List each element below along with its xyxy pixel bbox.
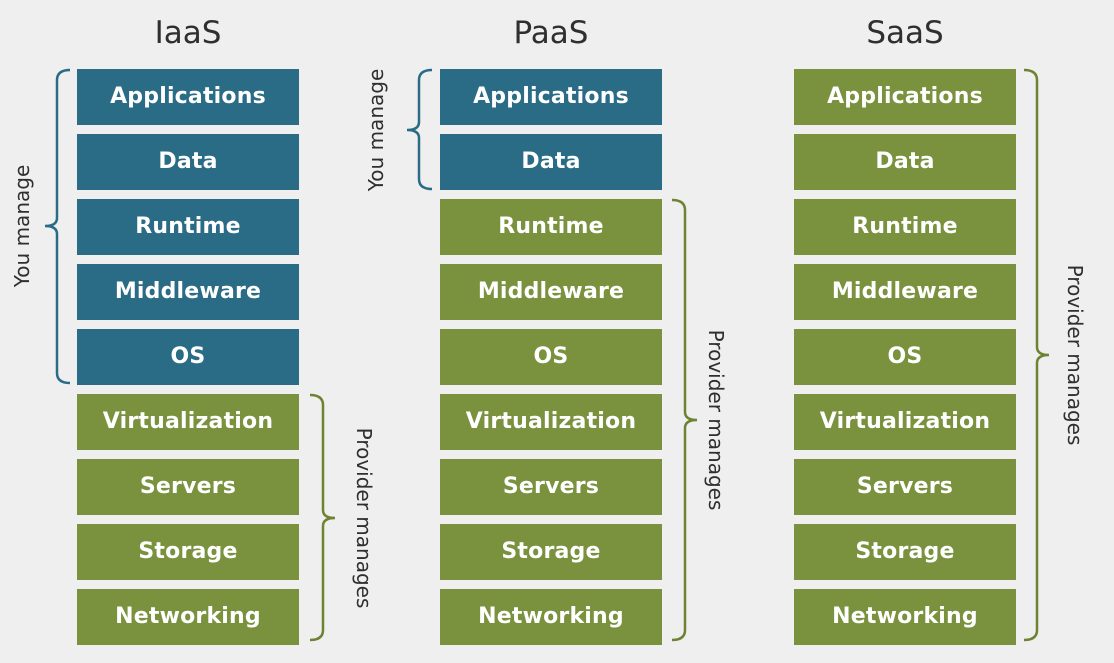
iaas-layer-applications: Applications [77, 69, 299, 125]
paas-layer-os: OS [440, 329, 662, 385]
paas-provider-manages-bracket [671, 198, 698, 642]
iaas-you-manage-label: You manage [10, 164, 34, 288]
iaas-layer-middleware: Middleware [77, 264, 299, 320]
iaas-layer-os: OS [77, 329, 299, 385]
iaas-provider-manages-label: Provider manages [352, 427, 376, 609]
saas-layer-middleware: Middleware [794, 264, 1016, 320]
paas-layer-applications: Applications [440, 69, 662, 125]
iaas-layer-networking: Networking [77, 589, 299, 645]
paas-layer-runtime: Runtime [440, 199, 662, 255]
saas-layer-data: Data [794, 134, 1016, 190]
column-title-iaas: IaaS [154, 15, 222, 51]
saas-provider-manages-label: Provider manages [1063, 264, 1087, 446]
iaas-provider-manages-bracket [309, 393, 336, 642]
iaas-layer-data: Data [77, 134, 299, 190]
paas-you-manage-bracket [406, 68, 433, 191]
paas-provider-manages-label: Provider manages [704, 329, 728, 511]
paas-layer-storage: Storage [440, 524, 662, 580]
paas-layer-data: Data [440, 134, 662, 190]
column-title-paas: PaaS [513, 15, 589, 51]
iaas-layer-storage: Storage [77, 524, 299, 580]
saas-layer-runtime: Runtime [794, 199, 1016, 255]
saas-layer-networking: Networking [794, 589, 1016, 645]
saas-layer-applications: Applications [794, 69, 1016, 125]
iaas-you-manage-bracket [44, 68, 71, 385]
saas-layer-os: OS [794, 329, 1016, 385]
saas-layer-virtualization: Virtualization [794, 394, 1016, 450]
paas-layer-middleware: Middleware [440, 264, 662, 320]
iaas-layer-virtualization: Virtualization [77, 394, 299, 450]
column-title-saas: SaaS [866, 15, 944, 51]
saas-layer-storage: Storage [794, 524, 1016, 580]
paas-layer-virtualization: Virtualization [440, 394, 662, 450]
paas-you-manage-label: You manage [364, 68, 388, 192]
iaas-layer-servers: Servers [77, 459, 299, 515]
saas-provider-manages-bracket [1023, 68, 1050, 642]
iaas-layer-runtime: Runtime [77, 199, 299, 255]
paas-layer-networking: Networking [440, 589, 662, 645]
saas-layer-servers: Servers [794, 459, 1016, 515]
paas-layer-servers: Servers [440, 459, 662, 515]
